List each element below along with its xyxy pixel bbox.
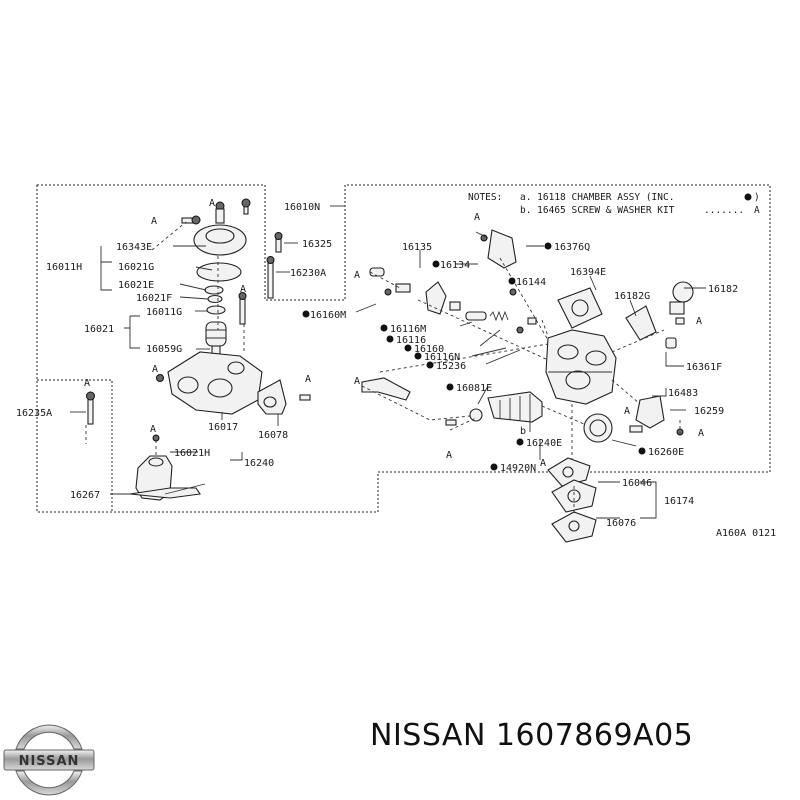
svg-text:A: A bbox=[150, 424, 156, 435]
label-15236: 15236 bbox=[436, 361, 466, 372]
label-16116N: 16116N bbox=[424, 352, 460, 363]
label-16160: 16160 bbox=[414, 344, 444, 355]
svg-text:A: A bbox=[624, 406, 630, 417]
notes-line-b-symbol: A bbox=[754, 205, 760, 216]
label-16230A: 16230A bbox=[290, 268, 326, 279]
label-16010N: 16010N bbox=[284, 202, 320, 213]
notes-block: NOTES: a. 16118 CHAMBER ASSY (INC. b. 16… bbox=[468, 192, 760, 216]
left-assembly-boundary bbox=[37, 379, 113, 512]
callout-a-markers: A A A A A A A A A A A A A A A b bbox=[84, 198, 704, 469]
svg-text:A: A bbox=[151, 216, 157, 227]
label-16059G: 16059G bbox=[146, 344, 182, 355]
svg-text:A: A bbox=[698, 428, 704, 439]
label-14920N: 14920N bbox=[500, 463, 536, 474]
label-16174: 16174 bbox=[664, 496, 694, 507]
label-16240: 16240 bbox=[244, 458, 274, 469]
diagram-code: A160A 0121 bbox=[716, 528, 776, 539]
label-16021E: 16021E bbox=[118, 280, 154, 291]
label-16021F: 16021F bbox=[136, 293, 172, 304]
label-16116: 16116 bbox=[396, 335, 426, 346]
label-16267: 16267 bbox=[70, 490, 100, 501]
svg-text:b: b bbox=[520, 426, 526, 437]
label-16144: 16144 bbox=[516, 277, 546, 288]
svg-text:A: A bbox=[474, 212, 480, 223]
label-16235A: 16235A bbox=[16, 408, 52, 419]
label-16021G: 16021G bbox=[118, 262, 154, 273]
left-assembly-parts bbox=[86, 198, 311, 501]
label-16081E: 16081E bbox=[456, 383, 492, 394]
svg-text:A: A bbox=[354, 376, 360, 387]
label-16343E: 16343E bbox=[116, 242, 152, 253]
label-16017: 16017 bbox=[208, 422, 238, 433]
svg-text:A: A bbox=[84, 378, 90, 389]
svg-text:.......: ....... bbox=[704, 205, 744, 216]
label-16376Q: 16376Q bbox=[554, 242, 590, 253]
notes-heading: NOTES: bbox=[468, 192, 502, 203]
label-16182: 16182 bbox=[708, 284, 738, 295]
leader-lines bbox=[70, 205, 706, 519]
label-16483: 16483 bbox=[668, 388, 698, 399]
label-16394E: 16394E bbox=[570, 267, 606, 278]
diagram-boundary bbox=[36, 184, 771, 513]
label-16076: 16076 bbox=[606, 518, 636, 529]
svg-text:A: A bbox=[305, 374, 311, 385]
svg-text:): ) bbox=[754, 192, 760, 203]
right-assembly-parts bbox=[361, 229, 694, 543]
svg-text:A: A bbox=[354, 270, 360, 281]
label-16361F: 16361F bbox=[686, 362, 722, 373]
label-16160M: 16160M bbox=[310, 310, 346, 321]
notes-line-a: a. 16118 CHAMBER ASSY (INC. bbox=[520, 192, 674, 203]
label-16078: 16078 bbox=[258, 430, 288, 441]
svg-text:A: A bbox=[209, 198, 215, 209]
label-16325: 16325 bbox=[302, 239, 332, 250]
label-16116M: 16116M bbox=[390, 324, 426, 335]
part-number-caption: NISSAN 1607869A05 bbox=[370, 718, 694, 753]
svg-text:A: A bbox=[240, 284, 246, 295]
label-16259: 16259 bbox=[694, 406, 724, 417]
label-16021: 16021 bbox=[84, 324, 114, 335]
label-16135: 16135 bbox=[402, 242, 432, 253]
notes-line-b: b. 16465 SCREW & WASHER KIT bbox=[520, 205, 675, 216]
svg-text:A: A bbox=[446, 450, 452, 461]
label-16240E: 16240E bbox=[526, 438, 562, 449]
part-labels: 16010N 16343E 16011H 16021G 16021E 16021… bbox=[16, 202, 738, 529]
label-16011G: 16011G bbox=[146, 307, 182, 318]
nissan-logo-text: NISSAN bbox=[19, 754, 80, 769]
label-16046: 16046 bbox=[622, 478, 652, 489]
dashed-guides bbox=[85, 221, 681, 514]
nissan-logo: NISSAN bbox=[3, 724, 95, 796]
svg-text:A: A bbox=[152, 364, 158, 375]
label-16182G: 16182G bbox=[614, 291, 650, 302]
label-16011H: 16011H bbox=[46, 262, 82, 273]
label-16260E: 16260E bbox=[648, 447, 684, 458]
label-16021H: 16021H bbox=[174, 448, 210, 459]
label-16134: 16134 bbox=[440, 260, 470, 271]
svg-text:A: A bbox=[696, 316, 702, 327]
part-bullets bbox=[302, 193, 752, 471]
svg-text:A: A bbox=[540, 458, 546, 469]
